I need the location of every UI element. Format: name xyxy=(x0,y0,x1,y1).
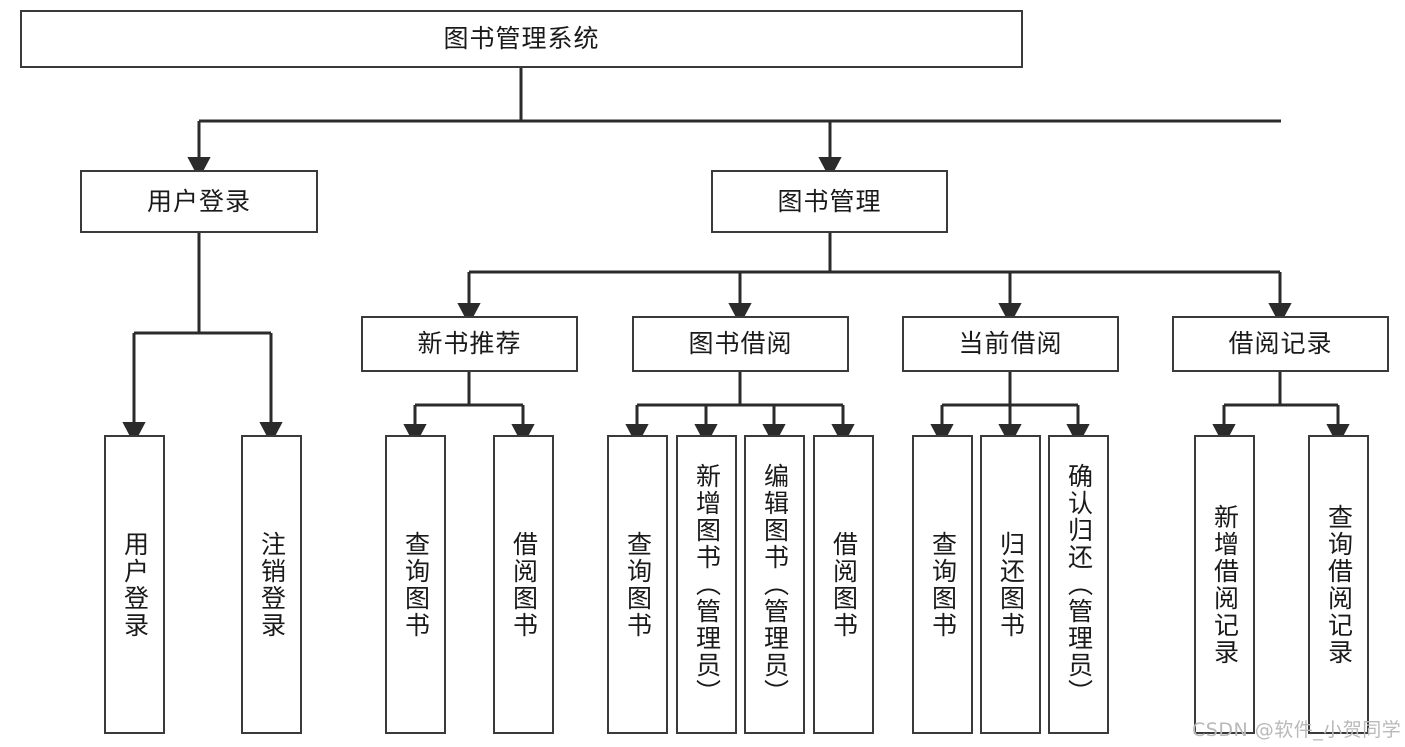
leaf-user-login-logout[interactable]: 注销登录 xyxy=(241,435,302,734)
node-label: 查询图书 xyxy=(401,530,431,639)
node-label: 借阅图书 xyxy=(829,530,859,639)
node-label: 用户登录 xyxy=(146,186,251,216)
node-root-system[interactable]: 图书管理系统 xyxy=(20,10,1023,68)
node-label: 编辑图书（管理员） xyxy=(760,463,790,706)
leaf-record-query-record[interactable]: 查询借阅记录 xyxy=(1308,435,1369,734)
node-label: 查询借阅记录 xyxy=(1324,503,1354,666)
node-current-borrow[interactable]: 当前借阅 xyxy=(902,316,1119,372)
leaf-current-confirm-return-admin[interactable]: 确认归还（管理员） xyxy=(1048,435,1109,734)
node-label: 归还图书 xyxy=(996,530,1026,639)
node-label: 新增借阅记录 xyxy=(1210,503,1240,666)
node-borrow-record[interactable]: 借阅记录 xyxy=(1172,316,1389,372)
node-book-management[interactable]: 图书管理 xyxy=(711,170,948,233)
node-label: 查询图书 xyxy=(928,530,958,639)
leaf-current-query-book[interactable]: 查询图书 xyxy=(912,435,973,734)
node-label: 查询图书 xyxy=(623,530,653,639)
leaf-recommend-query-book[interactable]: 查询图书 xyxy=(385,435,446,734)
node-label: 图书管理系统 xyxy=(443,24,600,54)
node-book-borrow[interactable]: 图书借阅 xyxy=(632,316,849,372)
node-new-book-recommend[interactable]: 新书推荐 xyxy=(361,316,578,372)
leaf-borrow-query-book[interactable]: 查询图书 xyxy=(607,435,668,734)
leaf-current-return-book[interactable]: 归还图书 xyxy=(980,435,1041,734)
node-user-login[interactable]: 用户登录 xyxy=(80,170,318,233)
node-label: 新增图书（管理员） xyxy=(692,463,722,706)
leaf-user-login-login[interactable]: 用户登录 xyxy=(104,435,165,734)
node-label: 图书管理 xyxy=(777,186,882,216)
node-label: 注销登录 xyxy=(257,530,287,639)
leaf-borrow-edit-book-admin[interactable]: 编辑图书（管理员） xyxy=(744,435,805,734)
leaf-record-add-record[interactable]: 新增借阅记录 xyxy=(1194,435,1255,734)
node-label: 借阅记录 xyxy=(1228,329,1333,359)
node-label: 图书借阅 xyxy=(688,329,793,359)
node-label: 新书推荐 xyxy=(417,329,522,359)
watermark-text: CSDN @软件_小贺同学 xyxy=(1192,719,1402,741)
leaf-recommend-borrow-book[interactable]: 借阅图书 xyxy=(493,435,554,734)
node-label: 借阅图书 xyxy=(509,530,539,639)
node-label: 当前借阅 xyxy=(958,329,1063,359)
node-label: 确认归还（管理员） xyxy=(1064,463,1094,706)
leaf-borrow-borrow-book[interactable]: 借阅图书 xyxy=(813,435,874,734)
node-label: 用户登录 xyxy=(120,530,150,639)
leaf-borrow-add-book-admin[interactable]: 新增图书（管理员） xyxy=(676,435,737,734)
